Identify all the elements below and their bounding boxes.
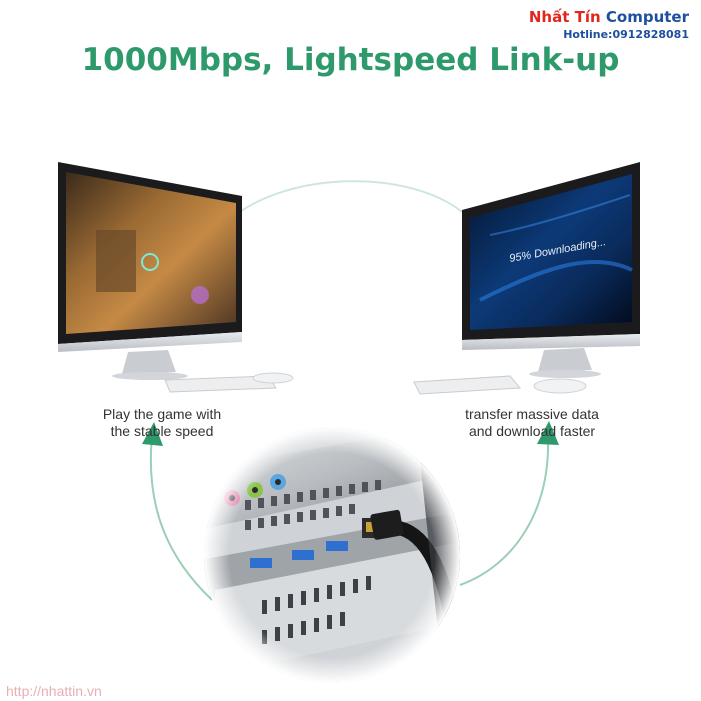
watermark-url: http://nhattin.vn (6, 683, 102, 699)
right-keyboard (413, 375, 522, 395)
brand-name-blue: Computer (605, 8, 689, 26)
top-connection-arc (231, 180, 463, 219)
left-caption-line1: Play the game with (102, 406, 222, 422)
left-keyboard (164, 375, 277, 393)
right-arrow-head (537, 421, 559, 445)
right-mouse (533, 378, 587, 394)
brand-logo: Nhất Tín Computer Hotline:0912828081 (529, 8, 689, 41)
left-arrow-arc (149, 435, 213, 601)
left-mouse (252, 372, 294, 384)
hotline: Hotline:0912828081 (563, 28, 689, 41)
brand-name-red: Nhất Tín (528, 8, 601, 26)
left-caption-line2: the stable speed (110, 423, 214, 439)
download-screen (470, 174, 632, 330)
left-monitor (58, 162, 242, 380)
left-caption: Play the game with the stable speed (62, 406, 262, 440)
left-arrow-head (142, 422, 163, 446)
right-caption: transfer massive data and download faste… (432, 406, 632, 440)
right-monitor: 95% Downloading... (462, 162, 640, 378)
right-arrow-arc (459, 437, 550, 586)
right-caption-line2: and download faster (468, 423, 596, 439)
brand-name: Nhất Tín Computer (529, 8, 689, 26)
right-caption-line1: transfer massive data (465, 406, 599, 422)
headline: 1000Mbps, Lightspeed Link-up (81, 42, 620, 78)
